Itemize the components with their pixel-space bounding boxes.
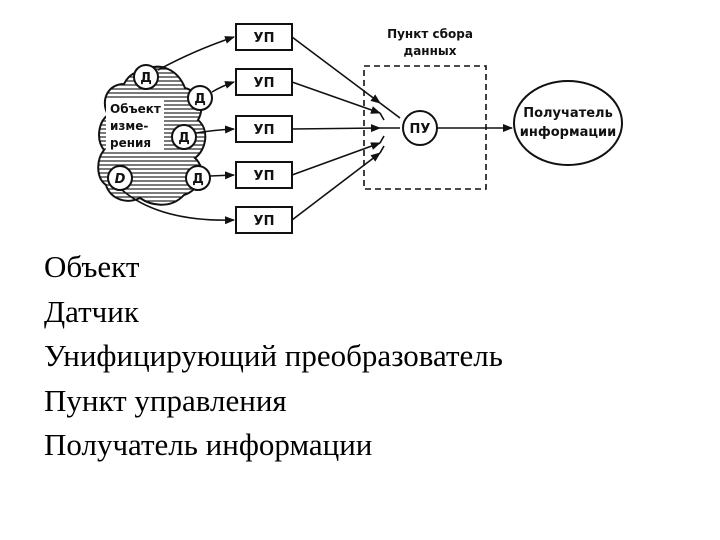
sensor-4-label: D xyxy=(115,172,126,187)
line-up3-switch xyxy=(291,124,381,133)
object-label-line2: изме- xyxy=(110,119,148,133)
collection-label-line1: Пункт сбора xyxy=(387,27,473,41)
line-up2-switch xyxy=(291,81,381,114)
object-label-line1: Объект xyxy=(110,102,161,116)
arrow-sensor2-up2 xyxy=(211,81,235,93)
sensor-3-label: Д xyxy=(178,131,190,146)
up-box-2: УП xyxy=(235,68,293,96)
up-to-switch-lines xyxy=(291,36,381,221)
sensor-to-up-arrows xyxy=(121,36,235,225)
receiver-label-line2: информации xyxy=(520,125,616,140)
up-box-5: УП xyxy=(235,206,293,234)
line-up5-switch xyxy=(291,152,381,221)
legend-item-receiver: Получатель информации xyxy=(44,427,373,462)
collection-label-line2: данных xyxy=(404,44,457,58)
up-box-3-label: УП xyxy=(254,123,275,138)
sensor-1-label: Д xyxy=(140,71,152,86)
sensor-5-label: Д xyxy=(192,172,204,187)
measurement-system-diagram: Объект изме- рения Д Д Д D Д УП УП xyxy=(97,23,623,234)
control-point: ПУ xyxy=(402,110,438,146)
receiver-label-line1: Получатель xyxy=(523,106,613,121)
sensor-5: Д xyxy=(185,165,211,191)
sensor-4: D xyxy=(107,165,133,191)
up-box-1-label: УП xyxy=(254,31,275,46)
control-point-label: ПУ xyxy=(410,122,431,137)
legend-item-object: Объект xyxy=(44,249,140,284)
arrow-sensor1-up1 xyxy=(157,36,235,71)
legend-list: Объект Датчик Унифицирующий преобразоват… xyxy=(44,245,503,468)
sensor-1: Д xyxy=(133,64,159,90)
up-box-4: УП xyxy=(235,161,293,189)
object-label-line3: рения xyxy=(110,136,151,150)
sensor-2: Д xyxy=(187,85,213,111)
legend-item-sensor: Датчик xyxy=(44,293,139,329)
arrow-sensor4-up5 xyxy=(121,189,235,225)
line-up4-switch xyxy=(291,142,381,176)
sensor-3: Д xyxy=(171,124,197,150)
line-up1-switch xyxy=(291,36,381,104)
legend-item-control-point: Пункт управления xyxy=(44,382,287,418)
up-box-5-label: УП xyxy=(254,214,275,229)
arrow-sensor5-up4 xyxy=(209,171,235,180)
information-receiver: Получатель информации xyxy=(513,80,623,166)
data-collection-point: Пункт сбора данных xyxy=(363,27,487,190)
sensor-2-label: Д xyxy=(194,92,206,107)
up-box-4-label: УП xyxy=(254,169,275,184)
legend-item-converter: Унифицирующий преобразователь xyxy=(44,338,503,373)
up-box-1: УП xyxy=(235,23,293,51)
up-box-3: УП xyxy=(235,115,293,143)
arrow-sensor3-up3 xyxy=(195,125,235,134)
up-box-2-label: УП xyxy=(254,76,275,91)
